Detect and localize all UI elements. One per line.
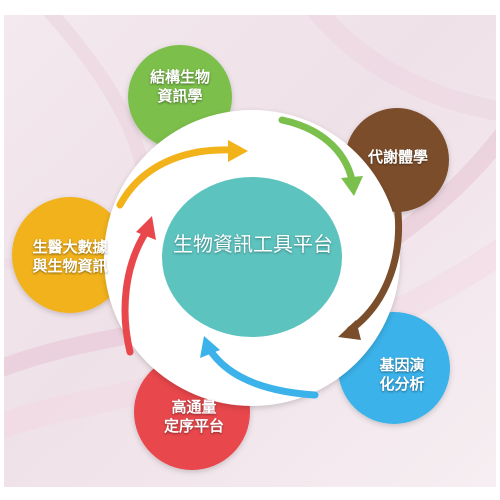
- node-label-line: 生醫大數據: [32, 238, 108, 256]
- center-ellipse: [162, 177, 342, 337]
- node-label-metabolomics: 代謝體學: [358, 148, 438, 167]
- node-label-genome-evolution: 基因演 化分析: [362, 356, 442, 394]
- cycle-arrows: [116, 116, 403, 399]
- node-circle-big-data: [12, 197, 128, 313]
- node-label-line: 化分析: [379, 374, 425, 393]
- node-label-line: 與生物資訊: [32, 256, 108, 275]
- node-label-line: 定序平台: [163, 416, 224, 435]
- node-label-big-data: 生醫大數據 與生物資訊: [20, 238, 120, 276]
- center-label: 生物資訊工具平台: [173, 232, 333, 256]
- node-label-line: 高通量: [171, 398, 217, 416]
- node-label-line: 結構生物: [149, 68, 210, 86]
- node-label-line: 代謝體學: [367, 148, 428, 166]
- node-label-structural: 結構生物 資訊學: [138, 68, 222, 106]
- node-label-high-throughput: 高通量 定序平台: [152, 398, 236, 436]
- node-label-line: 資訊學: [157, 86, 203, 105]
- node-label-line: 基因演: [379, 356, 425, 374]
